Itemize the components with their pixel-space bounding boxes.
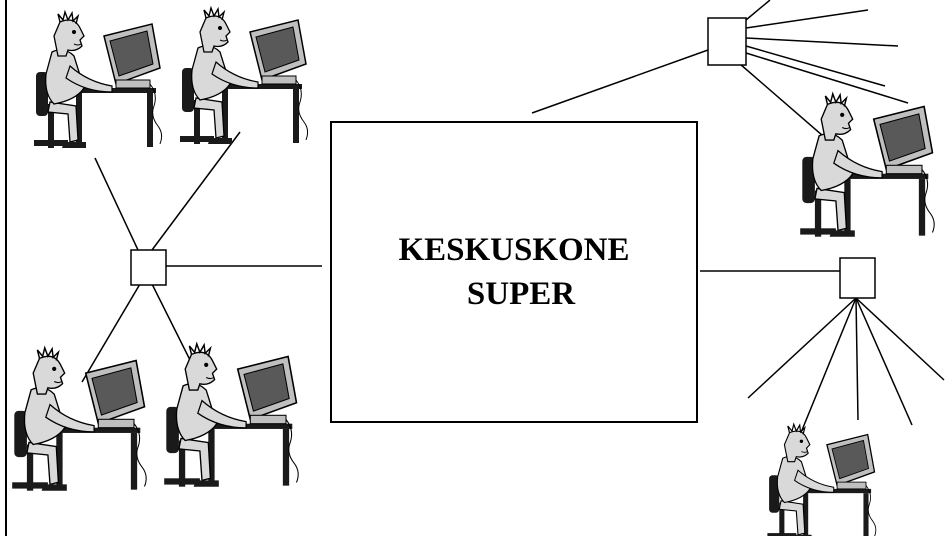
workstation-user-icon: [179, 7, 309, 145]
server-label-line1: KESKUSKONE: [398, 232, 630, 268]
central-server-box: KESKUSKONE SUPER: [330, 121, 698, 423]
workstation-user-icon: [163, 343, 299, 488]
page-left-border: [5, 0, 7, 536]
hub-top-right: [707, 17, 747, 66]
connection-lines: [81, 0, 945, 436]
server-label-line2: SUPER: [466, 276, 576, 312]
workstation-user-icon: [766, 423, 877, 536]
hub-bottom-right: [839, 257, 876, 299]
workstation-user-icon: [11, 347, 147, 492]
hub-left: [130, 249, 167, 286]
workstation-user-icon: [799, 93, 935, 238]
workstation-user-icon: [33, 11, 163, 149]
